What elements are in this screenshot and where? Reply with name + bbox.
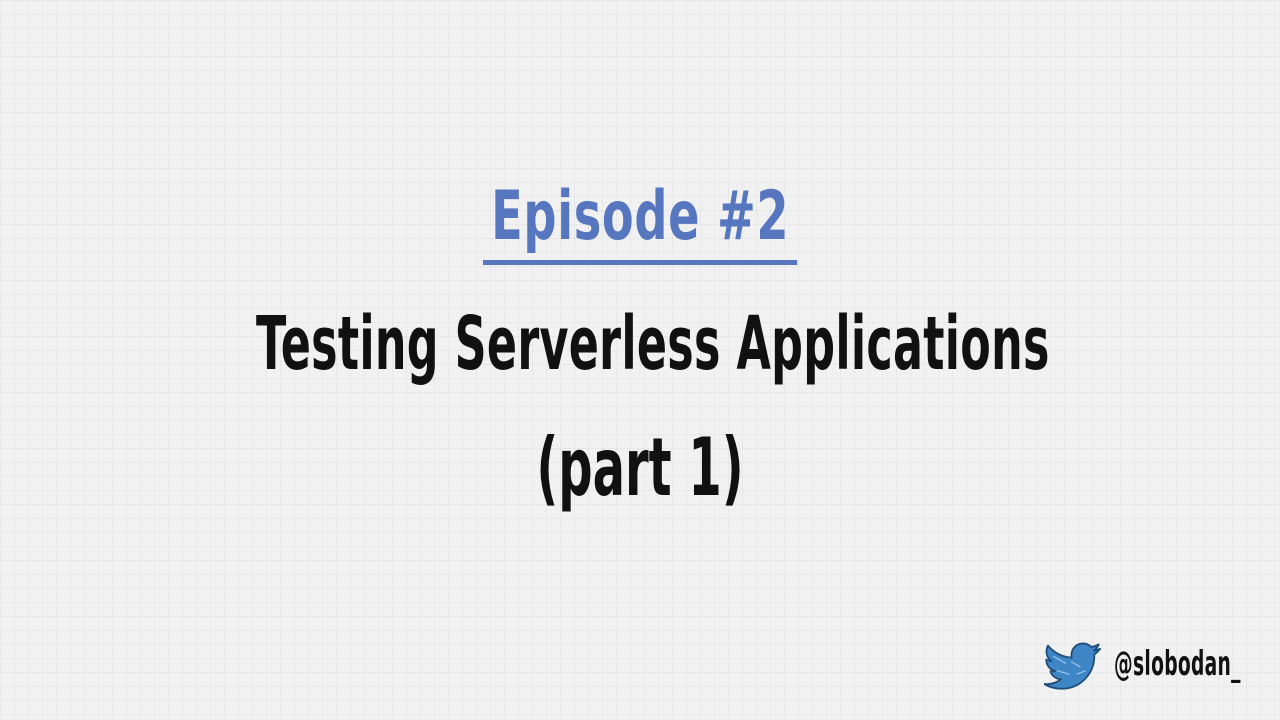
main-title: Testing Serverless Applications — [256, 301, 1050, 387]
twitter-handle-area: @slobodan_ — [1040, 640, 1260, 700]
twitter-handle: @slobodan_ — [1114, 644, 1241, 684]
subtitle: (part 1) — [536, 421, 744, 514]
twitter-bird-icon — [1044, 642, 1102, 690]
episode-heading: Episode #2 — [0, 177, 1280, 266]
episode-title: Episode #2 — [482, 177, 798, 266]
